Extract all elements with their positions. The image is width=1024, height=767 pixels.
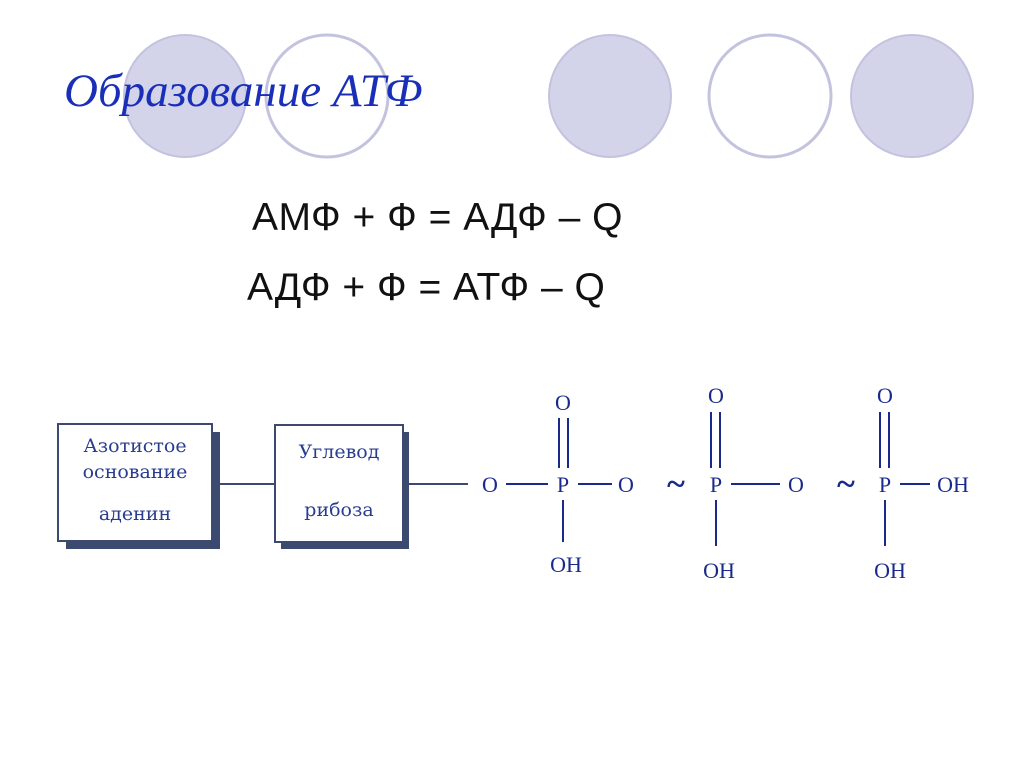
sugar-box-line-1: Углевод — [299, 441, 380, 463]
atom-p3-top-oxygen: O — [877, 383, 893, 408]
atom-p3: P — [879, 472, 891, 497]
high-energy-bond-1: ~ — [667, 466, 685, 503]
deco-circle-filled-3 — [850, 34, 974, 158]
equation-adp-to-atp: АДФ + Ф = АТФ – Q — [247, 266, 606, 309]
deco-circle-outline-2 — [707, 33, 833, 159]
atom-p1-hydroxyl: OH — [550, 552, 582, 577]
decorative-circles — [123, 33, 974, 159]
atom-p1: P — [557, 472, 569, 497]
atom-p2-top-oxygen: O — [708, 383, 724, 408]
atom-o-after-p1: O — [618, 472, 634, 497]
sugar-box-line-2: рибоза — [304, 499, 373, 521]
atom-terminal-hydroxyl: OH — [937, 472, 969, 497]
sugar-box: Углевод рибоза — [274, 424, 409, 549]
base-box-line-2: основание — [83, 461, 188, 483]
base-box-line-3: аденин — [99, 503, 171, 525]
atom-o-after-p2: O — [788, 472, 804, 497]
atom-bridge-oxygen: O — [482, 472, 498, 497]
base-box-line-1: Азотистое — [83, 435, 186, 457]
atom-p2-hydroxyl: OH — [703, 558, 735, 583]
base-box: Азотистое основание аденин — [57, 423, 220, 549]
high-energy-bond-2: ~ — [837, 466, 855, 503]
atom-p2: P — [710, 472, 722, 497]
atp-structure-diagram: Азотистое основание аденин Углевод рибоз… — [57, 383, 969, 583]
atom-p3-hydroxyl: OH — [874, 558, 906, 583]
deco-circle-filled-1 — [123, 34, 247, 158]
equation-amp-to-adp: АМФ + Ф = АДФ – Q — [252, 196, 623, 239]
slide-title: Образование АТФ — [64, 65, 423, 117]
deco-circle-outline-1 — [264, 33, 390, 159]
deco-circle-filled-2 — [548, 34, 672, 158]
phosphate-chain: O O P OH O ~ O P OH O ~ O P OH OH — [482, 383, 969, 583]
atom-p1-top-oxygen: O — [555, 390, 571, 415]
